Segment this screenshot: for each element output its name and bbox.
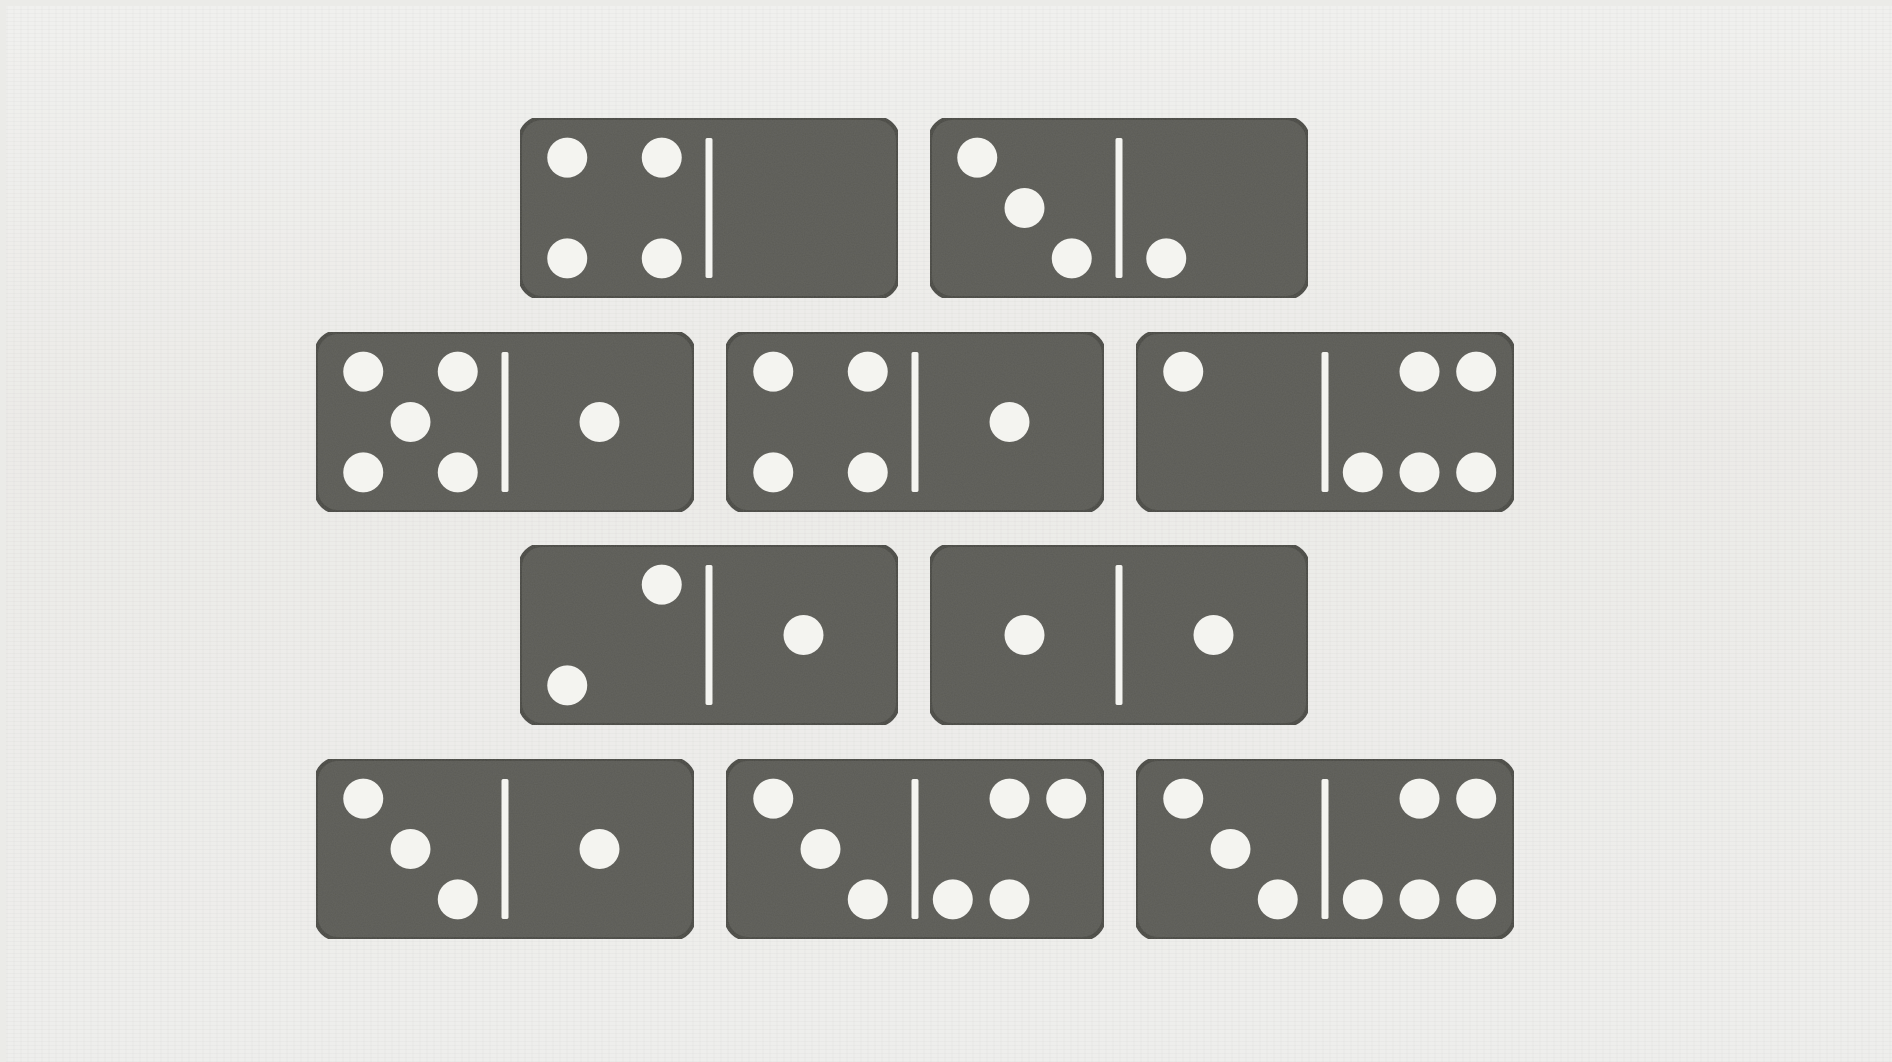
domino-pip xyxy=(642,238,682,278)
domino-pip xyxy=(933,879,973,919)
domino-pip xyxy=(1052,238,1092,278)
domino-pip xyxy=(580,402,620,442)
domino-pip xyxy=(848,879,888,919)
domino-pip xyxy=(801,829,841,869)
domino-pip xyxy=(391,402,431,442)
domino-pip xyxy=(547,138,587,178)
domino-divider xyxy=(706,138,713,278)
domino-tile xyxy=(930,545,1308,725)
domino-divider xyxy=(502,352,509,492)
domino-pip xyxy=(1146,238,1186,278)
domino-tile xyxy=(930,118,1308,298)
domino-pip xyxy=(343,452,383,492)
domino-pip xyxy=(990,879,1030,919)
domino-tile xyxy=(726,332,1104,512)
domino-tile xyxy=(726,759,1104,939)
domino-divider xyxy=(912,779,919,919)
domino-pip xyxy=(343,779,383,819)
domino-pip xyxy=(1400,879,1440,919)
domino-divider xyxy=(502,779,509,919)
domino-divider xyxy=(912,352,919,492)
domino-tile xyxy=(316,332,694,512)
domino-pip xyxy=(1005,615,1045,655)
domino-pip xyxy=(1258,879,1298,919)
domino-pip xyxy=(990,779,1030,819)
domino-pip xyxy=(1194,615,1234,655)
domino-pip xyxy=(1400,452,1440,492)
domino-pip xyxy=(1211,829,1251,869)
domino-pip xyxy=(753,452,793,492)
domino-pip xyxy=(784,615,824,655)
domino-pip xyxy=(1456,452,1496,492)
domino-tile xyxy=(520,545,898,725)
domino-pip xyxy=(1163,779,1203,819)
domino-pip xyxy=(438,452,478,492)
domino-pip xyxy=(957,138,997,178)
domino-pip xyxy=(1046,779,1086,819)
domino-pip xyxy=(1343,879,1383,919)
domino-pip xyxy=(547,238,587,278)
domino-pip xyxy=(1343,452,1383,492)
domino-divider xyxy=(1322,352,1329,492)
domino-pip xyxy=(848,452,888,492)
domino-tile xyxy=(1136,759,1514,939)
domino-pip xyxy=(753,779,793,819)
domino-pip xyxy=(343,352,383,392)
domino-tile xyxy=(520,118,898,298)
domino-pip xyxy=(391,829,431,869)
domino-pip xyxy=(990,402,1030,442)
domino-pip xyxy=(1400,352,1440,392)
domino-tile xyxy=(1136,332,1514,512)
domino-pip xyxy=(1005,188,1045,228)
domino-pip xyxy=(580,829,620,869)
domino-divider xyxy=(706,565,713,705)
domino-divider xyxy=(1322,779,1329,919)
domino-pip xyxy=(1456,352,1496,392)
domino-divider xyxy=(1116,565,1123,705)
domino-pip xyxy=(438,879,478,919)
domino-pip xyxy=(753,352,793,392)
domino-pip xyxy=(642,138,682,178)
domino-pip xyxy=(1456,879,1496,919)
domino-pip xyxy=(1456,779,1496,819)
domino-pip xyxy=(547,665,587,705)
domino-pip xyxy=(438,352,478,392)
domino-pip xyxy=(1163,352,1203,392)
domino-divider xyxy=(1116,138,1123,278)
domino-tile xyxy=(316,759,694,939)
domino-pip xyxy=(848,352,888,392)
domino-pip xyxy=(1400,779,1440,819)
domino-pip xyxy=(642,565,682,605)
